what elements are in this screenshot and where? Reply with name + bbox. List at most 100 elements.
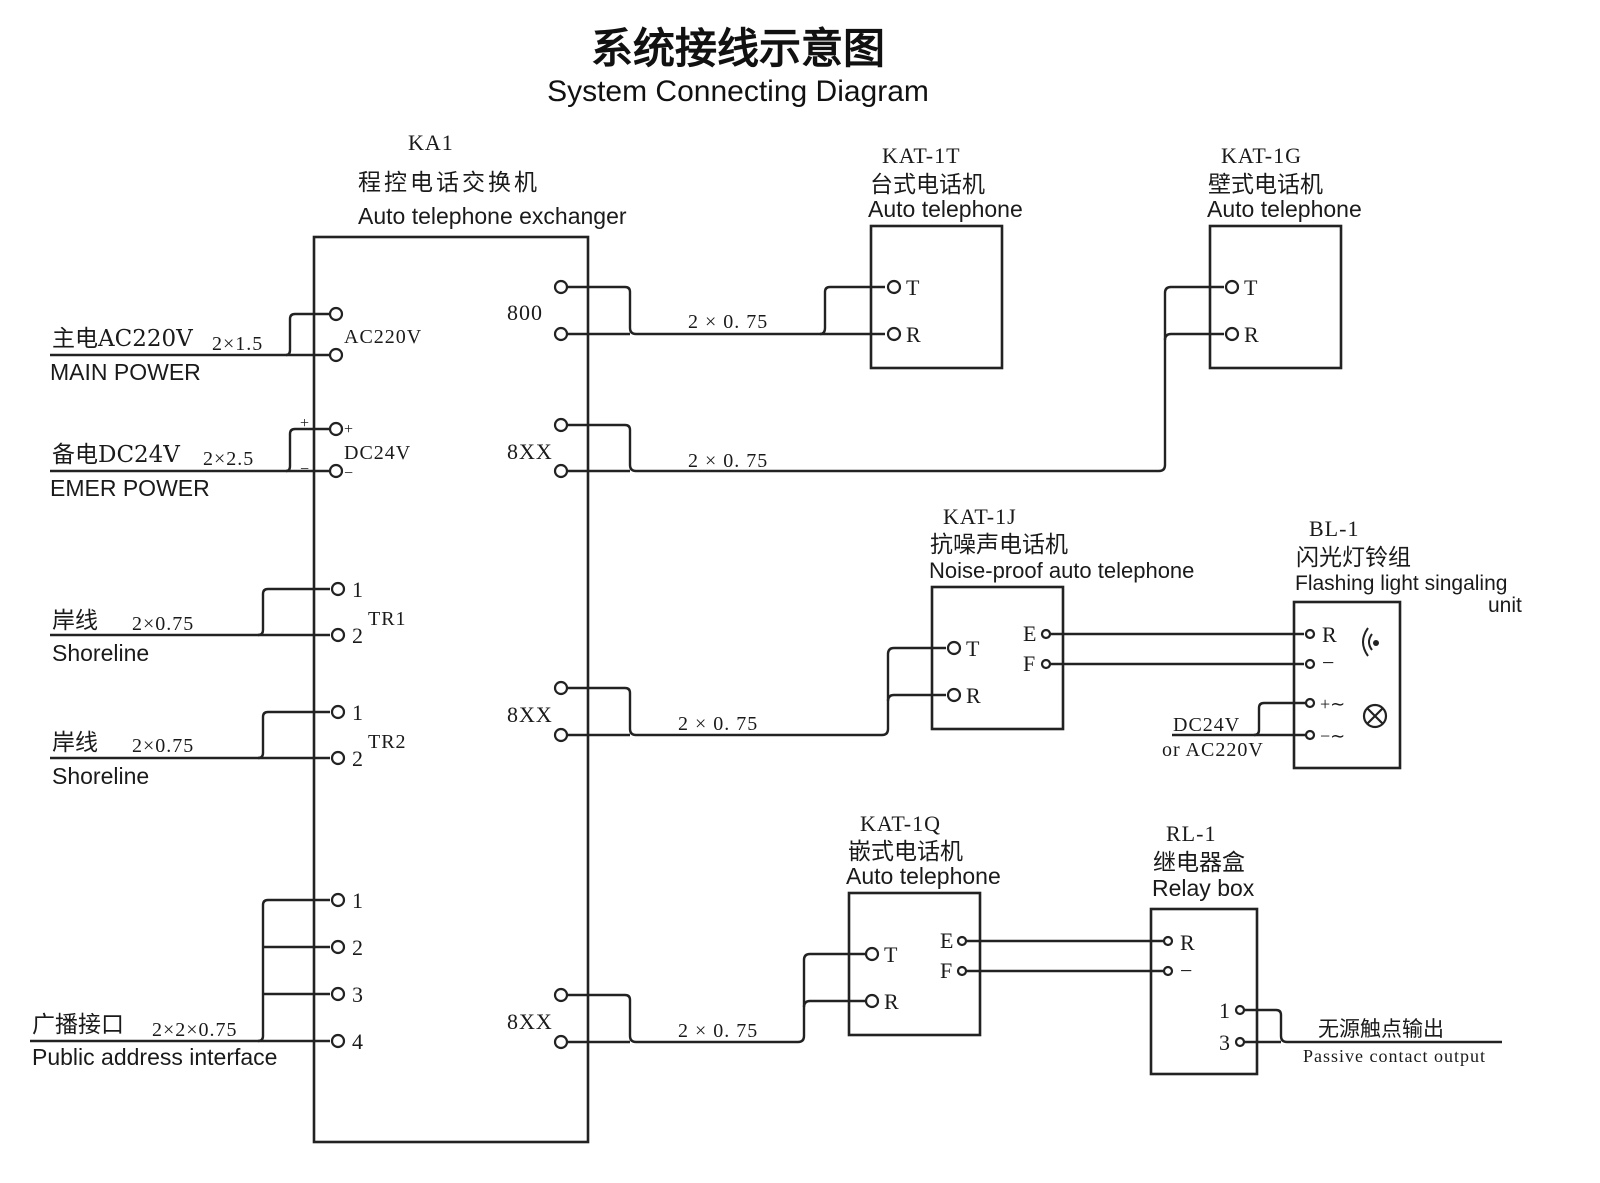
main-power-en: MAIN POWER: [50, 359, 201, 385]
terminal: [330, 750, 346, 766]
tr1-label: TR1: [368, 608, 407, 630]
pin-minus-ac: −∼: [1320, 726, 1345, 746]
pin-f: F: [940, 958, 952, 983]
title-cn: 系统接线示意图: [591, 24, 885, 73]
pin-r: R: [906, 322, 921, 347]
cable-label: 2 × 0. 75: [678, 1020, 758, 1042]
port-800-link: 800 2 × 0. 75: [507, 279, 885, 342]
pin-plus-ac: +∼: [1320, 694, 1345, 714]
shoreline-1-cable: 2×0.75: [132, 613, 194, 635]
terminal: [330, 939, 346, 955]
port-8xx-label: 8XX: [507, 1009, 553, 1034]
terminal: [1304, 628, 1316, 640]
terminal: [1040, 658, 1052, 670]
pin-1: 1: [352, 888, 363, 913]
pin-3: 3: [1219, 1030, 1230, 1055]
shoreline-1-cn: 岸线: [52, 608, 98, 634]
bell-icon: [1362, 627, 1379, 657]
pin-1: 1: [352, 700, 363, 725]
pin-r: R: [884, 989, 899, 1014]
pin-1: 1: [352, 577, 363, 602]
kat-1g-en: Auto telephone: [1207, 196, 1362, 222]
terminal: [864, 946, 880, 962]
terminal: [553, 1034, 569, 1050]
port-8xx-link-1: 8XX 2 × 0. 75: [507, 285, 1224, 479]
terminal: [328, 347, 344, 363]
pin-t: T: [906, 275, 920, 300]
terminal: [328, 306, 344, 322]
terminal: [1304, 697, 1316, 709]
pin-e: E: [1023, 621, 1036, 646]
emer-power-cn: 备电DC24V: [52, 442, 180, 468]
minus-sign: −: [344, 465, 353, 482]
terminal: [553, 417, 569, 433]
pin-2: 2: [352, 746, 363, 771]
public-address-cable: 2×2×0.75: [152, 1019, 238, 1041]
rl-1-box: [1149, 907, 1259, 1076]
pin-f: F: [1023, 651, 1035, 676]
kat-1j-box: [930, 585, 1065, 731]
pin-3: 3: [352, 982, 363, 1007]
kat-1j-cn: 抗噪声电话机: [930, 532, 1068, 558]
terminal: [553, 987, 569, 1003]
terminal: [330, 627, 346, 643]
emer-power-cable: 2×2.5: [203, 448, 254, 470]
terminal: [553, 463, 569, 479]
main-power-cable: 2×1.5: [212, 333, 263, 355]
bl-1-box: [1292, 600, 1402, 770]
cable-label: 2 × 0. 75: [688, 450, 768, 472]
ac220v-label: AC220V: [344, 326, 422, 348]
pin-r: R: [1322, 622, 1337, 647]
exchanger-box: [312, 235, 590, 1144]
terminal: [886, 326, 902, 342]
exchanger-cn: 程控电话交换机: [358, 170, 540, 196]
rl-1-relay: R − 1 3 RL-1 继电器盒 Relay box 无源触点输出 Passi…: [1149, 821, 1502, 1076]
kat-1g-box: [1208, 224, 1343, 370]
terminal: [328, 421, 344, 437]
port-8xx-link-3: 8XX 2 × 0. 75: [507, 952, 865, 1050]
terminal: [1162, 965, 1174, 977]
pin-t: T: [966, 636, 980, 661]
kat-1t-cn: 台式电话机: [870, 172, 985, 198]
emer-power-en: EMER POWER: [50, 475, 210, 501]
pin-r: R: [1180, 930, 1195, 955]
supply-dc24v: DC24V: [1173, 714, 1240, 736]
kat-1g-phone: T R KAT-1G 壁式电话机 Auto telephone: [1207, 143, 1362, 370]
pin-t: T: [884, 942, 898, 967]
cable-label: 2 × 0. 75: [688, 311, 768, 333]
terminal: [330, 704, 346, 720]
kat-1q-en: Auto telephone: [846, 863, 1001, 889]
output-wire: [1244, 1008, 1502, 1044]
shoreline-1-en: Shoreline: [52, 640, 149, 666]
terminal: [553, 326, 569, 342]
plus-sign: +: [344, 421, 353, 438]
pin-minus: −: [1180, 958, 1192, 983]
shoreline-2-cn: 岸线: [52, 730, 98, 756]
terminal: [1234, 1004, 1246, 1016]
lamp-icon: [1362, 703, 1388, 729]
pin-r: R: [966, 683, 981, 708]
shoreline-1-input: 1 2 TR1 岸线 2×0.75 Shoreline: [50, 577, 407, 666]
rl-1-code: RL-1: [1166, 821, 1216, 846]
public-address-en: Public address interface: [32, 1044, 277, 1070]
public-address-input: 1 2 3 4 广播接口 2×2×0.75 Public address int…: [30, 888, 363, 1070]
kat-1j-en: Noise-proof auto telephone: [929, 558, 1194, 583]
shoreline-2-input: 1 2 TR2 岸线 2×0.75 Shoreline: [50, 700, 406, 789]
kat-1t-box: [869, 224, 1004, 370]
pin-t: T: [1244, 275, 1258, 300]
port-800-label: 800: [507, 300, 543, 325]
port-8xx-label: 8XX: [507, 439, 553, 464]
port-8xx-label: 8XX: [507, 702, 553, 727]
kat-1q-phone: T R E F KAT-1Q 嵌式电话机 Auto telephone: [846, 811, 1001, 1037]
terminal: [886, 279, 902, 295]
terminal: [956, 965, 968, 977]
pin-1: 1: [1219, 998, 1230, 1023]
emer-power-input: + + − − 备电DC24V 2×2.5 EMER POWER DC24V: [50, 415, 410, 501]
supply-ac220v: or AC220V: [1162, 739, 1264, 761]
terminal: [330, 1033, 346, 1049]
shoreline-2-cable: 2×0.75: [132, 735, 194, 757]
terminal: [553, 680, 569, 696]
terminal: [1040, 628, 1052, 640]
exchanger-code: KA1: [408, 130, 454, 155]
